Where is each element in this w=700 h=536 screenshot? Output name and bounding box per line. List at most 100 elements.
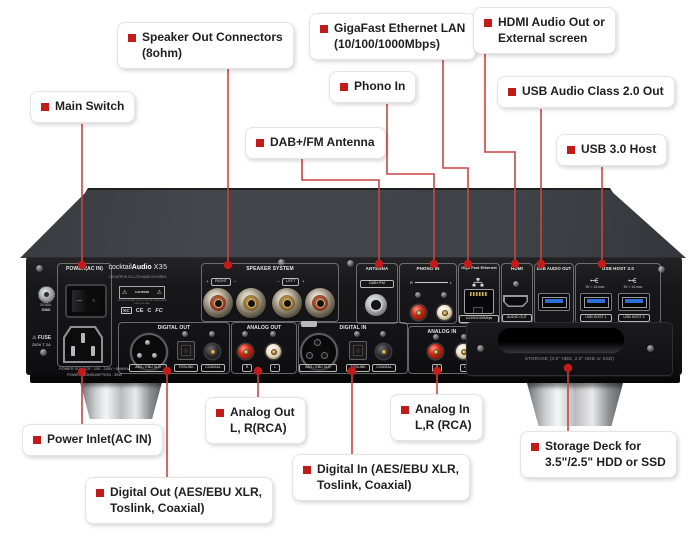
callout-text: External screen	[498, 30, 588, 45]
usb-trident-icon	[590, 278, 599, 283]
binding-post-left-minus[interactable]	[272, 288, 302, 318]
storage-screw	[647, 345, 654, 352]
callout-text: L,R (RCA)	[415, 417, 472, 432]
toslink-in-port[interactable]	[349, 341, 367, 360]
storage-screw	[477, 345, 484, 352]
phono-r-label: R	[410, 280, 413, 285]
antenna-f-connector[interactable]	[365, 294, 387, 316]
analog-out-rca-right[interactable]	[238, 344, 253, 359]
ac-pin-neutral	[91, 346, 95, 356]
phono-rca-right[interactable]	[411, 305, 426, 320]
callout-analog-out: Analog Out L, R(RCA)	[205, 397, 306, 445]
panel-screw	[36, 265, 43, 272]
minus-mark: −	[277, 279, 280, 285]
callout-text: Main Switch	[55, 99, 125, 113]
red-square-bullet	[401, 405, 409, 414]
analog-out-rca-left[interactable]	[266, 344, 281, 359]
hdmi-title: HDMI	[511, 265, 523, 271]
phono-screw	[441, 292, 447, 298]
callout-text: Toslink, Coaxial)	[110, 500, 205, 515]
usb-host-port-2[interactable]	[618, 293, 650, 311]
callout-text: (10/100/1000Mbps)	[334, 36, 441, 51]
main-switch[interactable]: — ○	[65, 284, 107, 318]
binding-post-right-plus[interactable]	[203, 288, 233, 318]
binding-post-right-minus[interactable]	[236, 288, 266, 318]
red-square-bullet	[96, 488, 104, 497]
digital-out-section: DIGITAL OUT	[118, 322, 230, 374]
minus-mark: −	[233, 279, 237, 285]
callout-usb-audio: USB Audio Class 2.0 Out	[497, 76, 675, 108]
callout-text: GigaFast Ethernet LAN	[334, 21, 466, 35]
toslink-out-badge: TOSLINK	[174, 364, 198, 372]
callout-main-switch: Main Switch	[30, 91, 136, 123]
callout-gigafast: GigaFast Ethernet LAN (10/100/1000Mbps)	[309, 13, 477, 61]
analog-out-title: ANALOG OUT	[246, 324, 282, 331]
callout-text: Speaker Out Connectors	[142, 30, 283, 44]
usb-audio-port[interactable]	[538, 293, 570, 311]
coaxial-in-port[interactable]	[376, 344, 391, 359]
coaxial-out-port[interactable]	[205, 344, 220, 359]
hdmi-audio-out-badge: AUDIO OUT	[502, 314, 532, 322]
hdmi-port[interactable]	[503, 295, 528, 307]
xlr-pin-hole	[314, 340, 320, 345]
xlr-in-badge: AES / EBU XLR	[299, 364, 337, 372]
coaxial-out-badge: COAXIAL	[201, 364, 225, 372]
usb2-rating: 5V = 1A max	[623, 285, 643, 289]
analog-out-section: ANALOG OUT	[231, 322, 297, 374]
red-square-bullet	[484, 18, 492, 27]
certification-marks: KC CE C FC	[112, 307, 172, 314]
power-source-text: POWER SOURCE : 100 - 240V ~50/60Hz	[59, 367, 130, 371]
usb-host-port-1[interactable]	[580, 293, 612, 311]
callout-text: Phono In	[354, 79, 406, 93]
red-square-bullet	[256, 138, 264, 147]
callout-text: HDMI Audio Out or	[498, 15, 605, 29]
analog-in-r-badge: R	[432, 364, 442, 372]
ground-terminal[interactable]	[38, 286, 55, 303]
panel-screw	[40, 349, 47, 356]
red-square-bullet	[567, 145, 575, 154]
caution-text: CAUTION	[135, 289, 149, 294]
ethernet-title: Giga Fast Ethernet	[461, 265, 497, 270]
red-square-bullet	[320, 24, 328, 33]
toslink-out-port[interactable]	[177, 341, 195, 360]
fuse-rating: 250V T 2A	[32, 342, 51, 347]
switch-on-mark: —	[76, 297, 82, 304]
kc-mark-icon: KC	[121, 307, 132, 314]
phono-rl-strip: R L	[410, 280, 452, 285]
power-consumption-text: POWER CONSUMPTION : 30W	[67, 373, 122, 377]
left-channel-label: LEFT	[282, 278, 300, 286]
red-square-bullet	[33, 435, 41, 444]
storage-deck-handle[interactable]	[498, 328, 624, 353]
callout-phono: Phono In	[329, 71, 417, 103]
callout-speaker-out: Speaker Out Connectors (8ohm)	[117, 22, 294, 70]
ac-pin-ground	[81, 333, 85, 343]
analog-out-l-badge: L	[270, 364, 280, 372]
usb1-rating: 5V = 1A max	[585, 285, 605, 289]
analog-in-screw	[461, 334, 467, 340]
coax-in-screw	[380, 331, 386, 337]
callout-hdmi: HDMI Audio Out or External screen	[473, 7, 616, 55]
phono-rca-left[interactable]	[437, 305, 452, 320]
ethernet-port[interactable]	[464, 289, 494, 314]
callout-text: Digital In (AES/EBU XLR,	[317, 462, 460, 476]
storage-deck[interactable]: STORAGE (3.5" HDD, 2.5" HDD or SSD)	[466, 322, 673, 376]
coax-screw	[209, 331, 215, 337]
analog-in-rca-right[interactable]	[428, 344, 443, 359]
callout-text: Toslink, Coaxial)	[317, 477, 412, 492]
analog-out-screw	[270, 331, 276, 337]
binding-post-left-plus[interactable]	[305, 288, 335, 318]
speaker-left-marks: − LEFT +	[277, 278, 305, 286]
callout-digital-out: Digital Out (AES/EBU XLR, Toslink, Coaxi…	[85, 477, 274, 525]
plus-mark: +	[206, 279, 209, 285]
xlr-latch-tab	[301, 321, 317, 327]
usb-host-title: USB HOST 3.0	[602, 265, 634, 271]
device-foot-left	[80, 382, 162, 419]
coaxial-in-badge: COAXIAL	[372, 364, 396, 372]
xlr-pin	[152, 353, 157, 358]
fuse-label: ⚠ FUSE	[32, 335, 52, 341]
panel-screw	[347, 260, 354, 267]
ctick-mark-icon: C	[147, 307, 152, 314]
brand-bold: Audio	[131, 264, 152, 271]
gnd-label-line2: GND	[41, 307, 51, 312]
ac-inlet[interactable]	[63, 326, 103, 363]
